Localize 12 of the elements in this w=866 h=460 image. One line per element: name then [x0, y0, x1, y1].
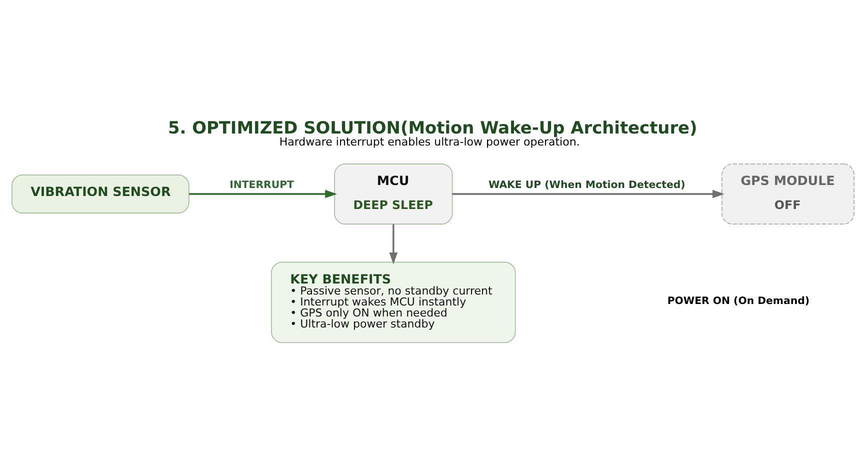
- arrow: [452, 190, 724, 198]
- label: POWER ON (On Demand): [667, 296, 810, 308]
- node-box: MCU DEEP SLEEP: [334, 164, 453, 224]
- node-box: GPS MODULE OFF: [722, 164, 854, 224]
- node-box: KEY BENEFITS • Passive sensor, no standby current • Interrupt wakes MCU instantly • GPS only ON when needed • Ultra-low power standby: [271, 262, 516, 344]
- diagram-title: 5. OPTIMIZED SOLUTION(Motion Wake-Up Architecture): [168, 117, 698, 138]
- edge-label: INTERRUPT: [230, 180, 294, 191]
- arrow: [389, 224, 398, 264]
- caption: Hardware interrupt enables ultra-low power operation.: [279, 136, 580, 149]
- arrow: [189, 190, 337, 198]
- node-box: VIBRATION SENSOR: [12, 174, 190, 214]
- edge-label: WAKE UP (When Motion Detected): [488, 180, 686, 191]
